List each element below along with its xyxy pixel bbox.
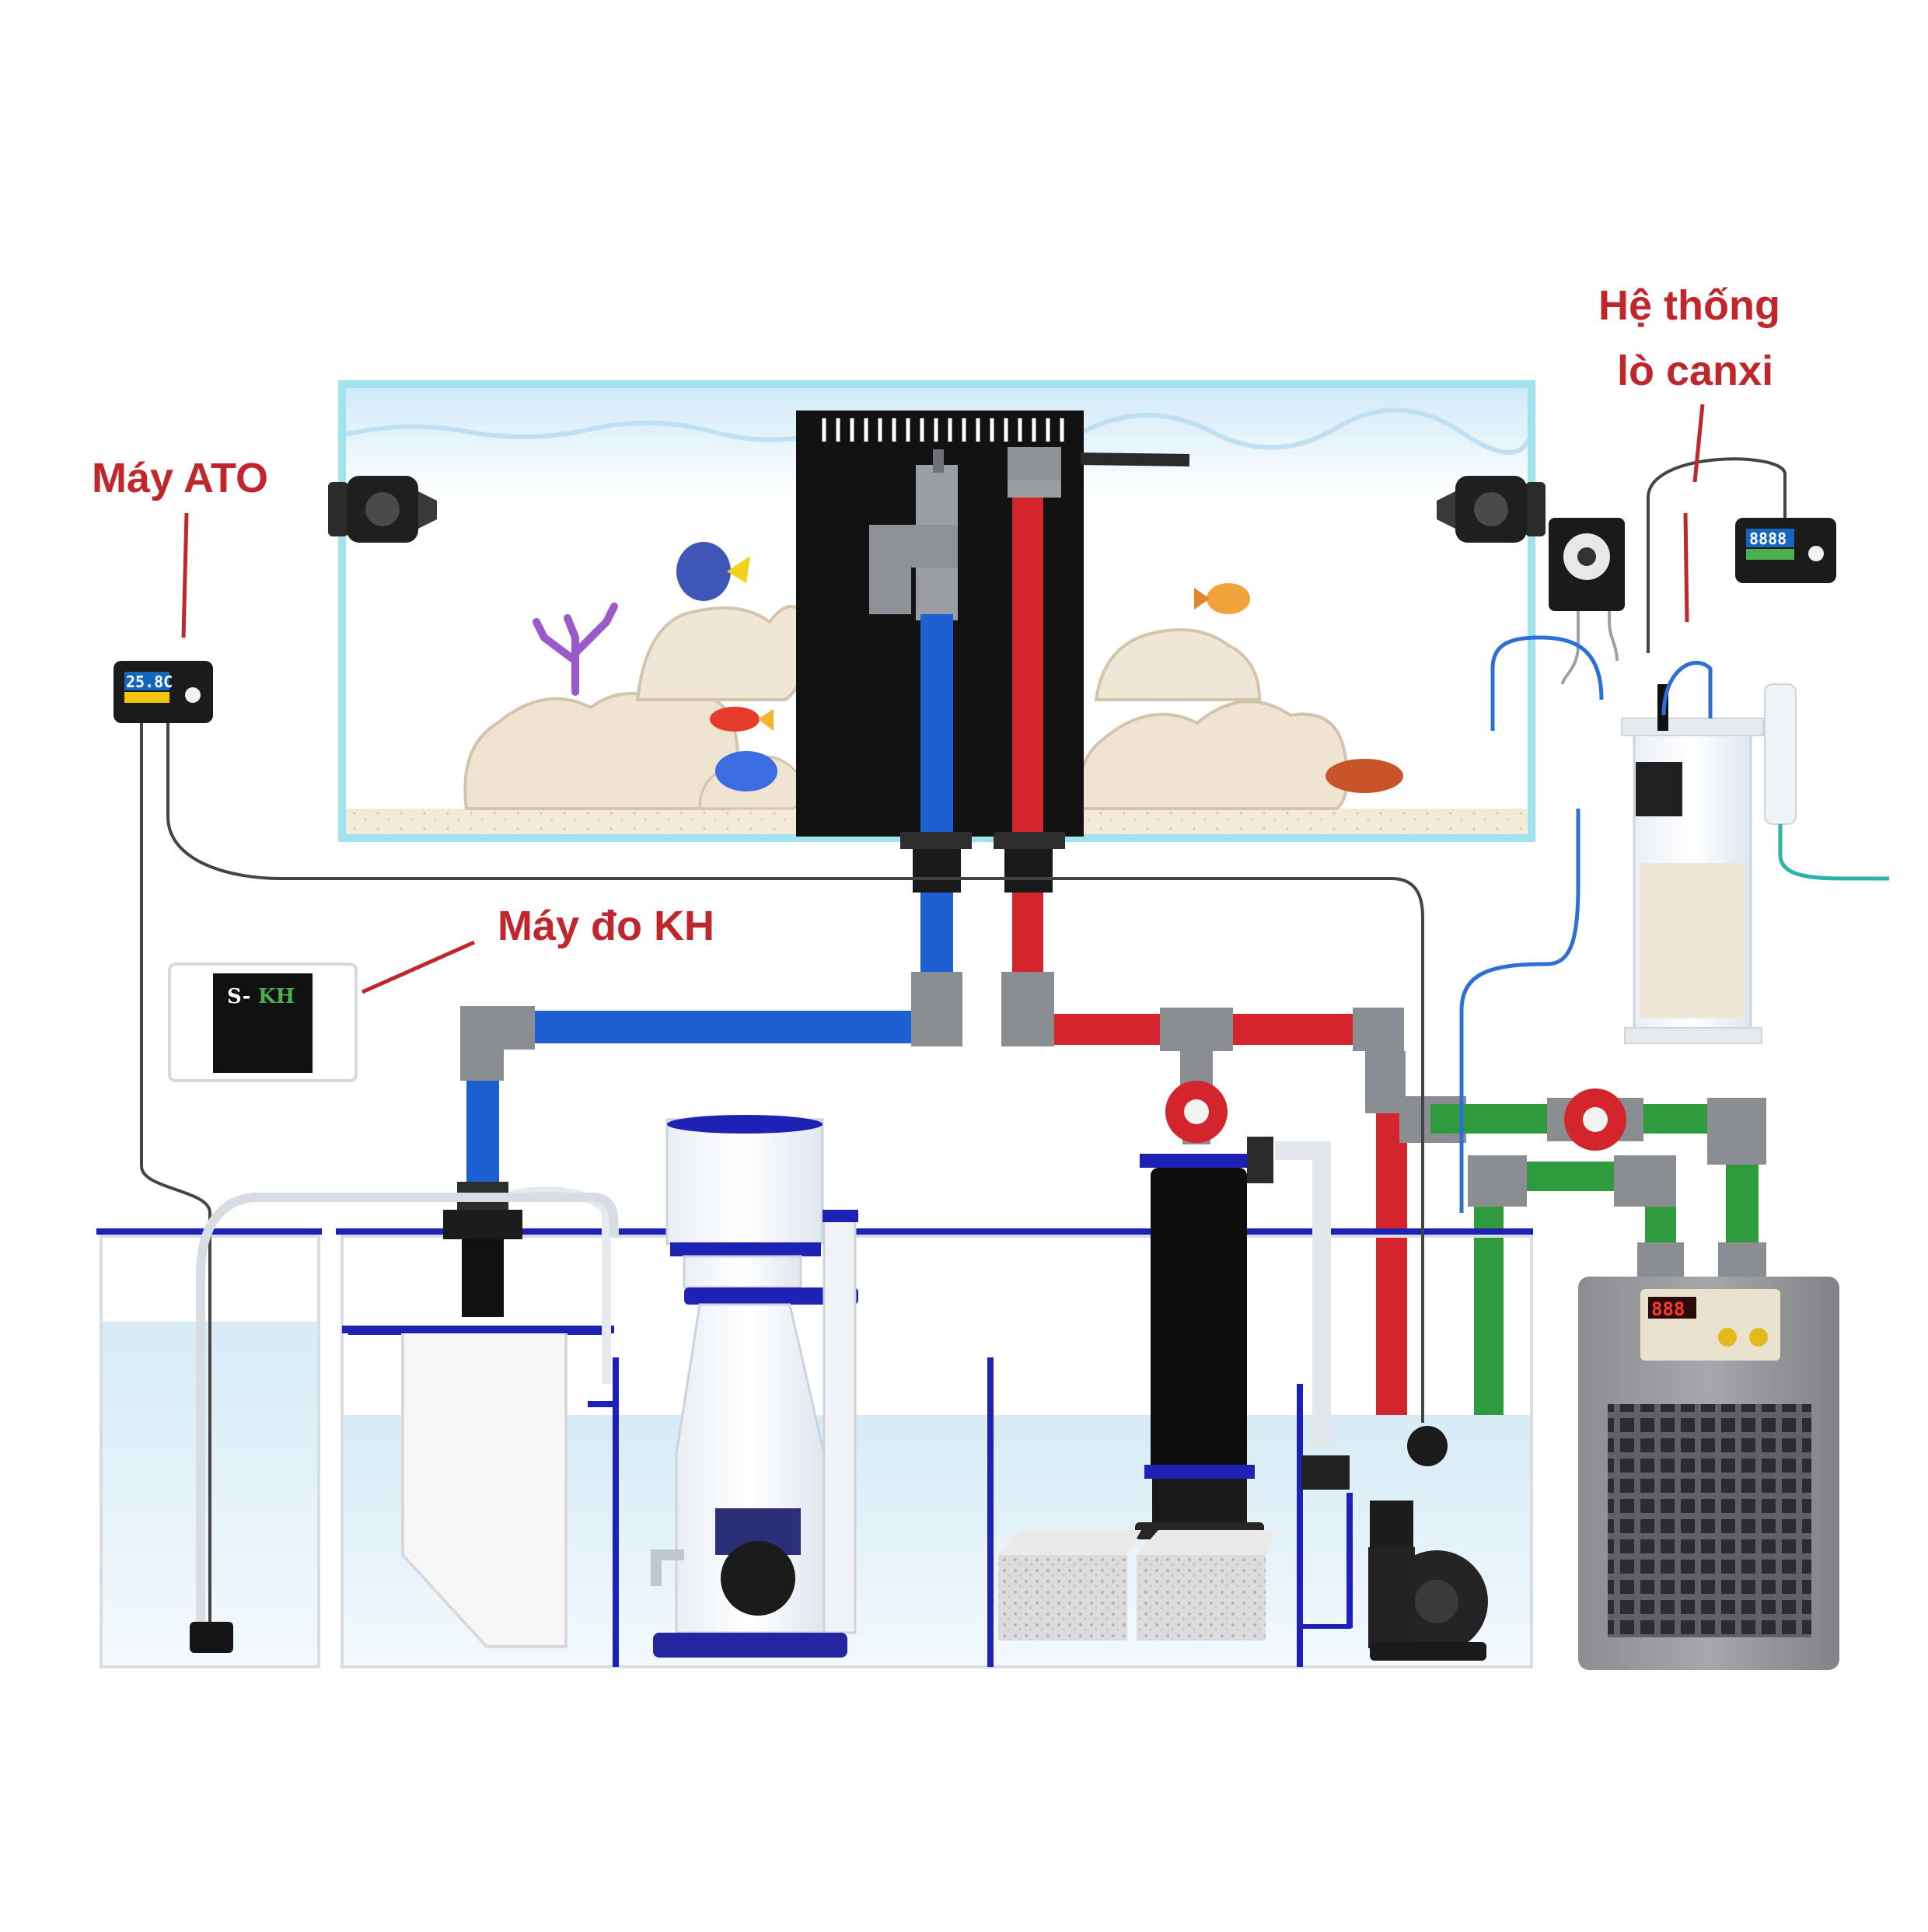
- fish-icon: [1194, 583, 1250, 614]
- wave-pump-icon: [1437, 476, 1546, 543]
- kh-brand: S-: [227, 985, 251, 1008]
- valve-icon: [1165, 1051, 1228, 1144]
- valve-icon: [1547, 1088, 1643, 1151]
- filter-sock: [342, 1182, 614, 1648]
- protein-skimmer: [651, 1115, 858, 1658]
- media-reactor: [1135, 1137, 1331, 1539]
- wave-pump-icon: [328, 476, 437, 543]
- kh-brand-accent: KH: [258, 985, 295, 1008]
- fish-icon: [710, 707, 774, 732]
- fish-icon: [676, 542, 750, 601]
- ato-controller: 25.8C: [114, 661, 1424, 1653]
- ph-display: 8888: [1749, 529, 1787, 548]
- kh-meter-label: Máy đo KH: [498, 903, 715, 949]
- bio-media-blocks: [998, 1530, 1275, 1640]
- chiller-display: 888: [1651, 1298, 1685, 1320]
- coral-icon: [533, 603, 618, 696]
- return-pump-icon: [1368, 1501, 1488, 1661]
- ph-controller: 8888: [1647, 457, 1836, 653]
- calcium-reactor: [1459, 635, 1889, 1213]
- ato-label: Máy ATO: [92, 455, 269, 501]
- bulkheads: [900, 832, 1065, 893]
- kh-meter: S- KH: [168, 963, 358, 1082]
- chiller-loop-pipe: [1399, 1096, 1766, 1479]
- calcium-reactor-label-line2: lò canxi: [1617, 348, 1774, 394]
- chiller-icon: 888: [1578, 1277, 1839, 1670]
- drain-pipe: [460, 893, 962, 1182]
- dosing-pump-icon: [1549, 518, 1625, 685]
- calcium-reactor-label-line1: Hệ thống: [1598, 282, 1780, 329]
- ato-display: 25.8C: [126, 673, 173, 691]
- overflow-box: [796, 411, 1190, 840]
